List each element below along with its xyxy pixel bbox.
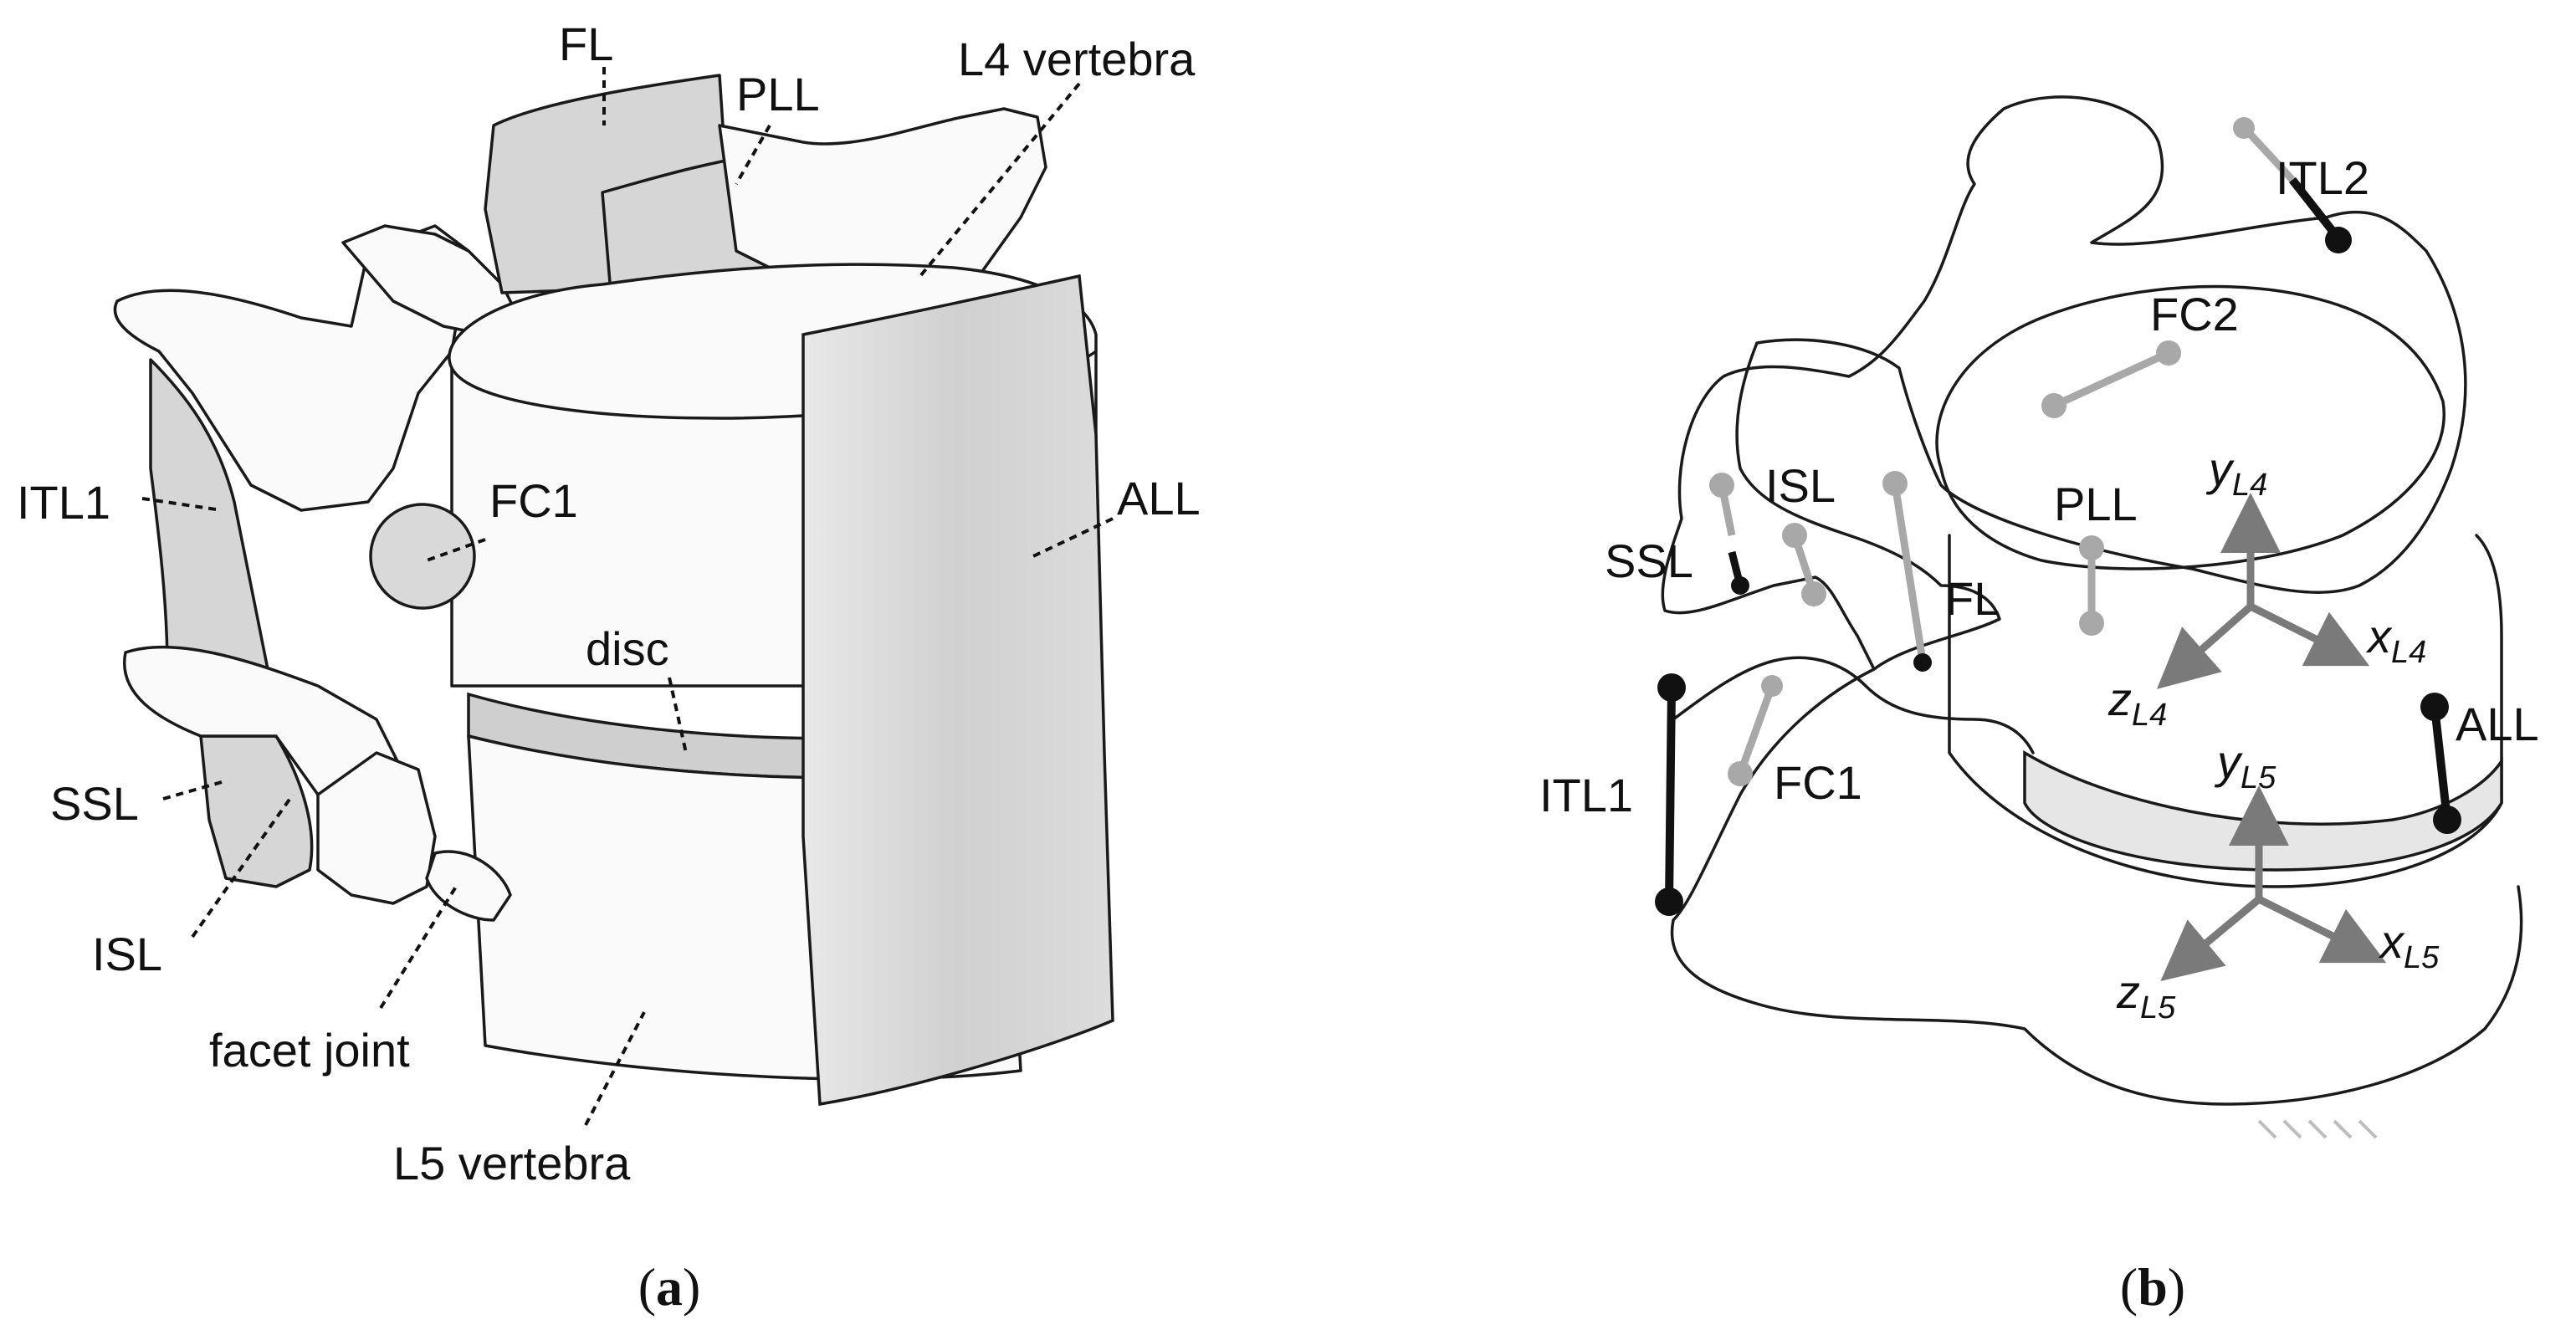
label-fc1-a: FC1 <box>489 474 578 527</box>
panel-b-ligaments <box>1655 117 2461 916</box>
axis-x-l4 <box>2246 602 2370 667</box>
panel-a-illustration <box>113 74 1114 1107</box>
itl2-black-segment <box>2289 176 2342 242</box>
fc1-segment-b <box>1736 684 1776 775</box>
l4-pedicle <box>718 107 1047 286</box>
axis-label-z-l5: zL5 <box>2116 965 2176 1026</box>
itl1-node-1 <box>1657 673 1686 702</box>
label-fc2-b: FC2 <box>2150 288 2239 340</box>
l4-outline-b <box>1661 95 2467 671</box>
axis-label-x-l5: xL5 <box>2378 915 2440 975</box>
label-itl2-b: ITL2 <box>2276 151 2369 204</box>
label-isl-a: ISL <box>92 928 162 980</box>
label-fl-b: FL <box>1945 572 2000 625</box>
fl-node-1 <box>1882 471 1908 496</box>
pll-node-1 <box>2079 535 2104 560</box>
all-node-2 <box>2433 806 2461 834</box>
panel-a-leaders <box>141 67 1114 1126</box>
axis-x-l5 <box>2255 895 2387 964</box>
disc-band-b <box>2023 749 2503 872</box>
itl1-node-2 <box>1655 887 1683 916</box>
label-disc-a: disc <box>586 622 669 675</box>
panel-b-axes <box>2157 493 2387 982</box>
label-isl-b: ISL <box>1765 459 1836 512</box>
all-ligament-a <box>801 274 1114 1107</box>
leader-l4-a <box>919 82 1081 278</box>
isl-node-2 <box>1801 581 1826 606</box>
leader-itl1-a <box>141 497 223 512</box>
label-all-b: ALL <box>2456 698 2539 750</box>
fl-segment-b <box>1891 483 1927 662</box>
caption-b: (b) <box>2120 1257 2185 1317</box>
axis-label-z-l4: zL4 <box>2107 673 2167 733</box>
itl2-black-node <box>2325 227 2352 253</box>
isl-ligament-a <box>199 734 314 888</box>
l5-lamina <box>316 751 437 905</box>
fc1-node-2 <box>1728 761 1753 786</box>
fc2-segment <box>2052 349 2170 410</box>
pll-node-2 <box>2079 611 2104 636</box>
axis-label-y-l4: yL4 <box>2205 442 2267 503</box>
label-ssl-a: SSL <box>50 777 139 830</box>
vertebral-bodies-b <box>1948 534 2503 888</box>
label-pll-b: PLL <box>2054 478 2138 530</box>
label-itl1-b: ITL1 <box>1539 769 1633 821</box>
itl1-segment-b <box>1665 687 1676 903</box>
label-l4-a: L4 vertebra <box>958 33 1196 85</box>
leader-pll-a <box>735 125 771 185</box>
panel-b-labels: ITL2 FC2 ISL PLL SSL FL ITL1 FC1 ALL yL4… <box>1539 151 2539 1026</box>
label-ssl-b: SSL <box>1605 535 1693 587</box>
fc1-sphere-a <box>369 503 476 610</box>
leader-facet-a <box>379 885 458 1010</box>
isl-node-1 <box>1782 523 1807 548</box>
all-node-1 <box>2420 693 2449 721</box>
fc2-node-1 <box>2041 393 2066 418</box>
label-fl-a: FL <box>559 18 613 70</box>
l4-transverse-upper <box>341 224 520 336</box>
label-all-a: ALL <box>1117 472 1201 524</box>
axis-z-l4 <box>2157 602 2255 689</box>
l4-spinous-process <box>113 224 470 512</box>
ssl-gray-node <box>1709 473 1734 498</box>
axis-label-y-l5: yL5 <box>2214 735 2276 795</box>
posterior-contour-b <box>1672 656 2035 754</box>
fl-node-2 <box>1913 653 1932 672</box>
axis-label-x-l4: xL4 <box>2365 610 2426 670</box>
panel-b-illustration <box>1661 95 2523 1139</box>
ssl-black-node <box>1731 576 1749 595</box>
fc1-node-1 <box>1761 675 1783 697</box>
leader-ssl-a <box>162 780 223 800</box>
leader-fc1-a <box>426 538 486 562</box>
label-itl1-a: ITL1 <box>17 476 110 529</box>
base-hatch-b <box>2257 1119 2378 1139</box>
label-facet-a: facet joint <box>209 1024 410 1077</box>
l4-endplate-b <box>1935 284 2445 570</box>
caption-a: (a) <box>638 1257 701 1317</box>
itl2-gray-node <box>2233 117 2255 139</box>
label-fc1-b: FC1 <box>1774 756 1862 809</box>
leader-isl-a <box>191 793 294 939</box>
axis-z-l5 <box>2160 895 2263 982</box>
fc2-node-2 <box>2156 340 2181 366</box>
label-pll-a: PLL <box>736 68 820 120</box>
panel-a-labels: FL PLL L4 vertebra ITL1 FC1 ALL disc SSL… <box>17 18 1201 1189</box>
l5-outline-b <box>1670 668 2523 1106</box>
all-segment-b <box>2430 706 2451 821</box>
label-l5-a: L5 vertebra <box>393 1137 631 1189</box>
leader-all-a <box>1032 517 1114 558</box>
